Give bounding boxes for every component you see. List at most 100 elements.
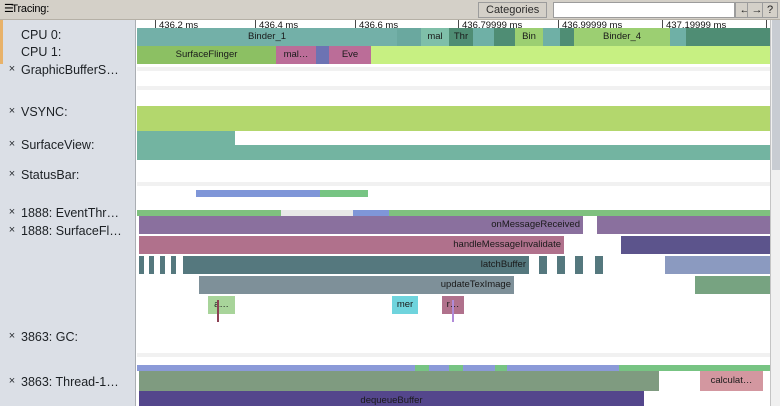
slice[interactable]: mer [392,296,418,314]
slice[interactable] [449,365,463,371]
surfaceview-track [137,131,770,160]
slice[interactable]: mal… [276,46,316,64]
slice[interactable]: Eve [329,46,371,64]
slice[interactable] [557,256,565,274]
slice[interactable] [139,371,659,391]
track-label-text: 1888: EventThr… [21,206,119,220]
track-label-statusbar[interactable]: ×StatusBar: [0,168,136,182]
close-track-icon[interactable]: × [8,138,16,150]
slice[interactable] [281,210,353,216]
help-button[interactable]: ? [762,2,778,18]
close-track-icon[interactable]: × [8,206,16,218]
slice[interactable] [389,210,770,216]
track-label-gc[interactable]: ×3863: GC: [0,330,136,344]
track-label-vsync[interactable]: × VSYNC: [0,105,136,119]
slice[interactable]: Binder_4 [574,28,670,46]
track-separator [137,353,770,357]
slice[interactable] [543,28,560,46]
vertical-scrollbar-thumb[interactable] [772,20,780,170]
track-label-eventthread[interactable]: × 1888: EventThr… [0,206,136,220]
track-label-surfaceflinger-thread[interactable]: × 1888: SurfaceFl… [0,224,136,238]
slice[interactable]: Thr [449,28,473,46]
surfaceflinger-depth4: updateTexImage postF [137,276,770,294]
slice[interactable] [539,256,547,274]
track-label-text: VSYNC: [21,105,68,119]
track-label-cpu1[interactable]: ×CPU 1: [0,45,136,59]
slice[interactable]: postF [695,276,770,294]
slice[interactable] [494,28,518,46]
close-track-icon[interactable]: × [8,375,16,387]
slice[interactable] [137,210,281,216]
category-filter-input[interactable] [553,2,735,18]
slice[interactable] [160,256,165,274]
vsync-track [137,106,770,131]
slice[interactable] [463,365,495,371]
slice[interactable]: mal [421,28,449,46]
slice[interactable] [575,256,583,274]
track-label-text: 1888: SurfaceFl… [21,224,122,238]
track-label-thread-1[interactable]: ×3863: Thread-1… [0,375,136,389]
track-separator [137,67,770,71]
slice[interactable] [139,256,144,274]
surfaceflinger-depth2: handleMessageInvalidate handleMes [137,236,770,254]
track-label-cpu0[interactable]: ×CPU 0: [0,28,136,42]
ruler-major-tick [458,20,459,34]
window-title-text: Tracing: [11,3,50,15]
vertical-scrollbar[interactable] [770,20,780,406]
slice[interactable] [316,46,329,64]
slice[interactable]: doComp [665,256,770,274]
slice[interactable] [320,190,368,197]
slice[interactable] [507,365,619,371]
slice[interactable]: calculat… [700,371,763,391]
slice[interactable] [595,256,603,274]
slice[interactable] [619,365,770,371]
slice[interactable] [670,28,686,46]
close-track-icon[interactable]: × [8,105,16,117]
slice[interactable] [196,190,320,197]
slice[interactable] [353,210,389,216]
slice[interactable]: handleMes [621,236,770,254]
slice[interactable]: a… [208,296,235,314]
slice[interactable]: onMessageReceived [139,216,583,234]
slice[interactable]: Binder_1 [137,28,397,46]
slice[interactable]: dequeueBuffer [139,391,644,406]
slice[interactable]: latchBuffer [183,256,529,274]
slice[interactable] [235,145,770,160]
ruler-tick-label: 436.4 ms [259,20,299,31]
surfaceflinger-sched-track [137,210,770,216]
slice[interactable] [137,365,415,371]
slice[interactable]: handleMessageInvalidate [139,236,564,254]
slice[interactable] [415,365,429,371]
slice[interactable] [171,256,176,274]
slice[interactable] [137,131,235,160]
slice[interactable]: Thread-189 [686,28,770,46]
surfaceflinger-depth1: onMessageReceived onMessag [137,216,770,234]
thread1-depth2: dequeueBuffer [137,391,770,406]
slice[interactable] [397,28,421,46]
slice[interactable]: Bin [515,28,543,46]
track-label-surfaceview[interactable]: × SurfaceView: [0,138,136,152]
slice[interactable] [429,365,449,371]
slice[interactable] [149,256,154,274]
categories-button[interactable]: Categories [478,2,548,18]
surfaceflinger-depth3: latchBuffer doComp [137,256,770,274]
close-track-icon[interactable]: × [8,168,16,180]
close-track-icon[interactable]: × [8,330,16,342]
close-track-icon[interactable]: × [8,63,16,75]
slice[interactable]: onMessag [597,216,770,234]
slice[interactable] [495,365,507,371]
slice[interactable]: updateTexImage [199,276,514,294]
slice[interactable]: SurfaceFlinger [137,46,276,64]
slice[interactable]: SurfaceFlinger [371,46,770,64]
slice[interactable] [473,28,494,46]
slice[interactable] [137,106,770,131]
close-track-icon[interactable]: × [8,224,16,236]
ruler-tick-label: 436.79999 ms [462,20,523,31]
track-label-text: SurfaceView: [21,138,95,152]
track-label-graphicbufferservice[interactable]: ×GraphicBufferS… [0,63,136,77]
slice[interactable] [560,28,574,46]
track-separator [137,182,770,186]
